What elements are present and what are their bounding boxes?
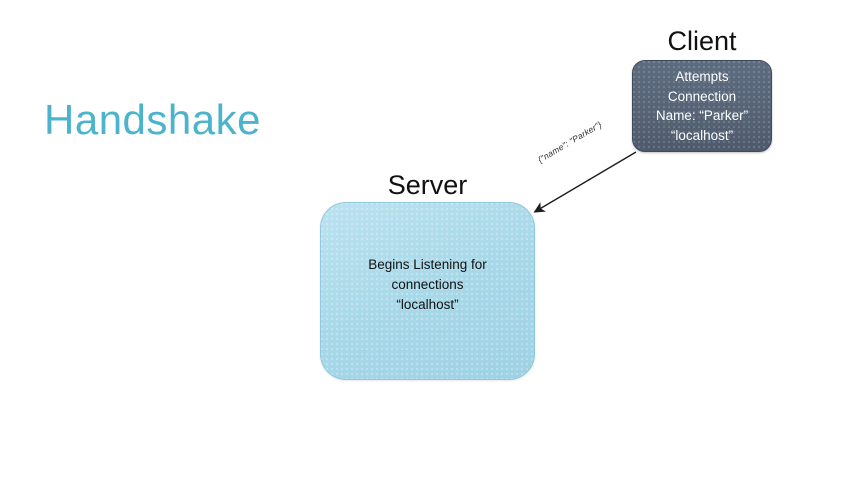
connector-label: {"name": "Parker"} xyxy=(536,119,604,165)
server-node-caption: Server xyxy=(387,170,468,200)
server-node-text: Begins Listening for connections “localh… xyxy=(368,257,487,312)
client-node-text: Attempts Connection Name: “Parker” “loca… xyxy=(655,69,749,143)
server-node-box[interactable]: Begins Listening for connections “localh… xyxy=(320,202,535,380)
client-node-caption: Client xyxy=(667,26,737,56)
page-title: Handshake xyxy=(44,96,261,143)
client-to-server-arrow xyxy=(533,151,637,213)
client-node-box[interactable]: Attempts Connection Name: “Parker” “loca… xyxy=(632,60,772,152)
